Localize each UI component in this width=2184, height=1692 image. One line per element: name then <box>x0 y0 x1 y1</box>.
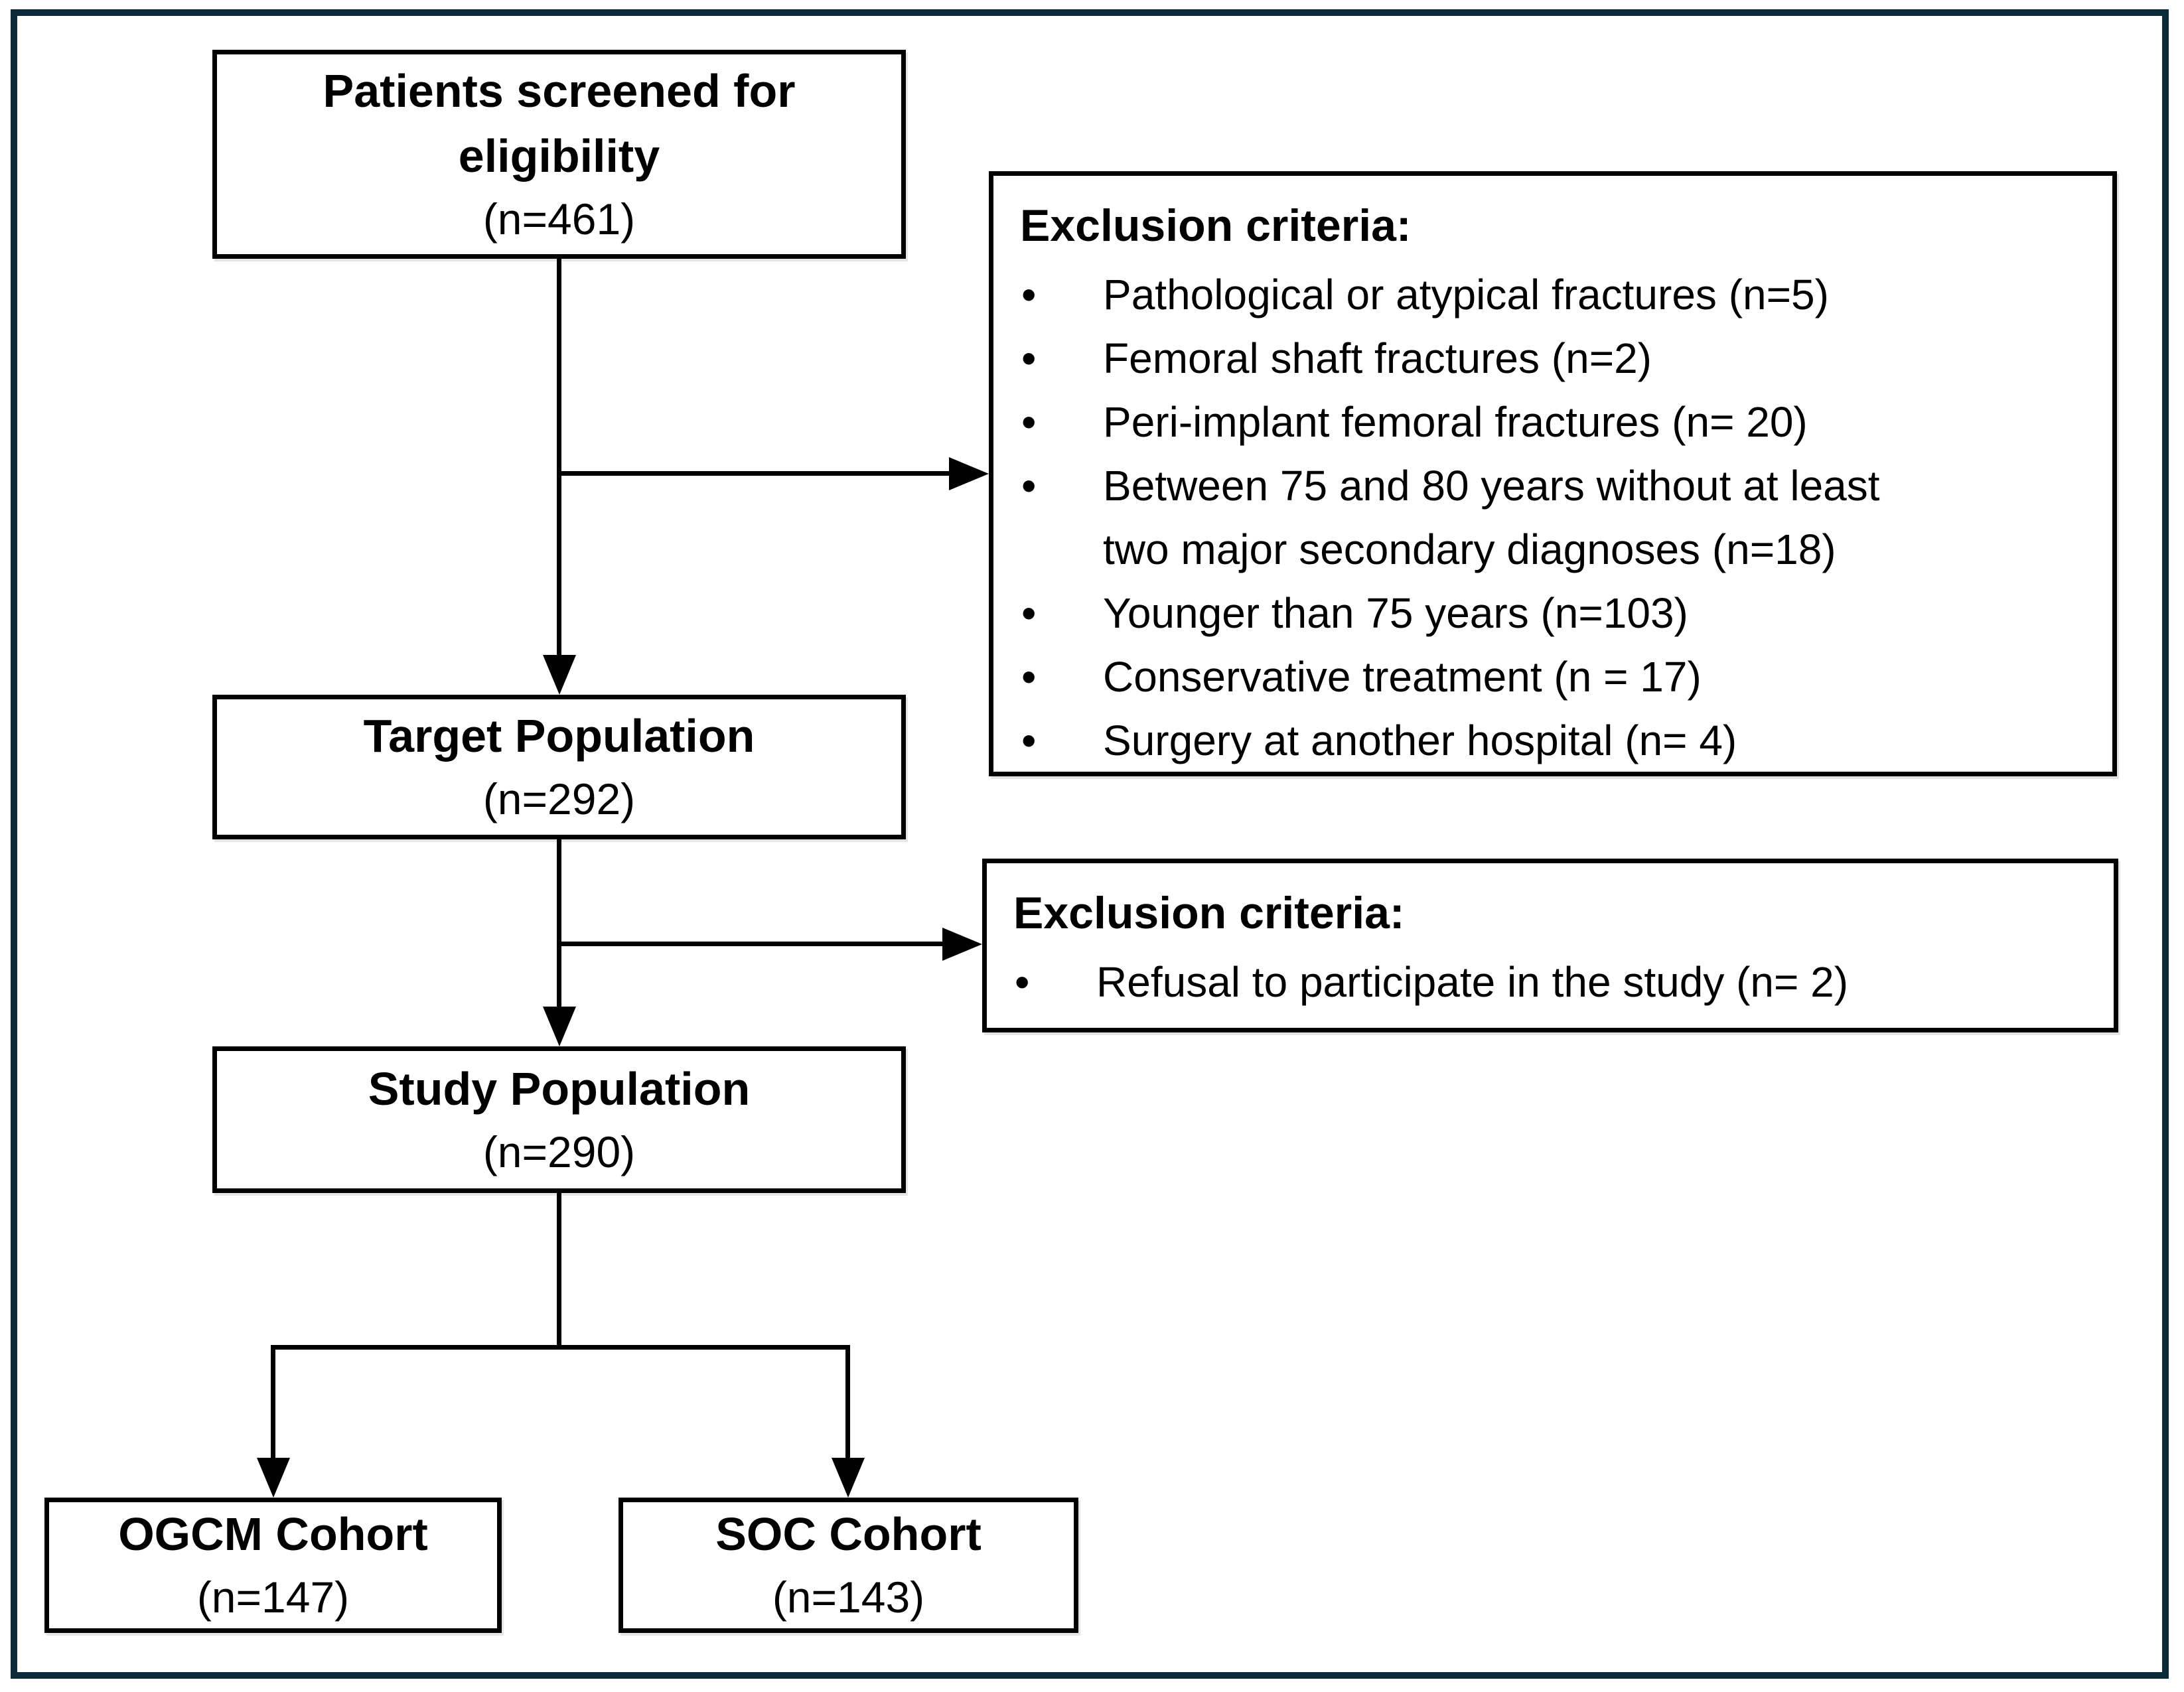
exclusion-title: Exclusion criteria: <box>1013 888 1405 938</box>
node-title: Study Population <box>368 1062 751 1115</box>
exclusion-item: Younger than 75 years (n=103) <box>1020 581 1952 645</box>
node-title: SOC Cohort <box>715 1508 982 1561</box>
connector-split-to-ogcm <box>271 1345 275 1459</box>
node-title: OGCM Cohort <box>118 1508 428 1561</box>
connector-screened-to-target <box>557 257 561 656</box>
exclusion-item: Refusal to participate in the study (n= … <box>1013 950 2087 1014</box>
arrowhead-down-icon <box>257 1458 290 1498</box>
node-patients-screened: Patients screened for eligibility (n=461… <box>212 50 906 259</box>
exclusion-box-2: Exclusion criteria: Refusal to participa… <box>982 859 2118 1032</box>
node-count: (n=147) <box>196 1573 350 1622</box>
outer-frame <box>11 9 2169 1679</box>
node-title: Patients screened for eligibility <box>323 64 796 182</box>
arrowhead-right-icon <box>942 928 982 961</box>
exclusion-item: Surgery at another hospital (n= 4) <box>1020 709 1952 772</box>
exclusion-item: Pathological or atypical fractures (n=5) <box>1020 263 1952 326</box>
arrowhead-down-icon <box>543 655 576 695</box>
connector-split-bar <box>271 1345 850 1350</box>
node-soc-cohort: SOC Cohort (n=143) <box>619 1498 1078 1633</box>
arrowhead-right-icon <box>949 457 989 490</box>
exclusion-list: Pathological or atypical fractures (n=5)… <box>1020 263 2086 772</box>
connector-to-exclusion-1 <box>557 471 949 476</box>
connector-split-to-soc <box>845 1345 850 1459</box>
exclusion-list: Refusal to participate in the study (n= … <box>1013 950 2087 1014</box>
exclusion-title: Exclusion criteria: <box>1020 200 1412 251</box>
exclusion-item: Peri-implant femoral fractures (n= 20) <box>1020 390 1952 454</box>
node-target-population: Target Population (n=292) <box>212 695 906 839</box>
node-count: (n=461) <box>482 194 636 244</box>
node-study-population: Study Population (n=290) <box>212 1046 906 1193</box>
exclusion-box-1: Exclusion criteria: Pathological or atyp… <box>989 171 2117 776</box>
node-count: (n=290) <box>482 1127 636 1176</box>
connector-study-to-split <box>557 1192 561 1350</box>
arrowhead-down-icon <box>543 1007 576 1046</box>
exclusion-item: Conservative treatment (n = 17) <box>1020 645 1952 709</box>
arrowhead-down-icon <box>832 1458 865 1498</box>
node-ogcm-cohort: OGCM Cohort (n=147) <box>44 1498 502 1633</box>
connector-to-exclusion-2 <box>557 942 942 946</box>
node-count: (n=292) <box>482 774 636 824</box>
node-title: Target Population <box>363 710 755 762</box>
exclusion-item: Between 75 and 80 years without at least… <box>1020 454 1952 581</box>
exclusion-item: Femoral shaft fractures (n=2) <box>1020 326 1952 390</box>
connector-target-to-study <box>557 838 561 1008</box>
node-count: (n=143) <box>772 1573 925 1622</box>
